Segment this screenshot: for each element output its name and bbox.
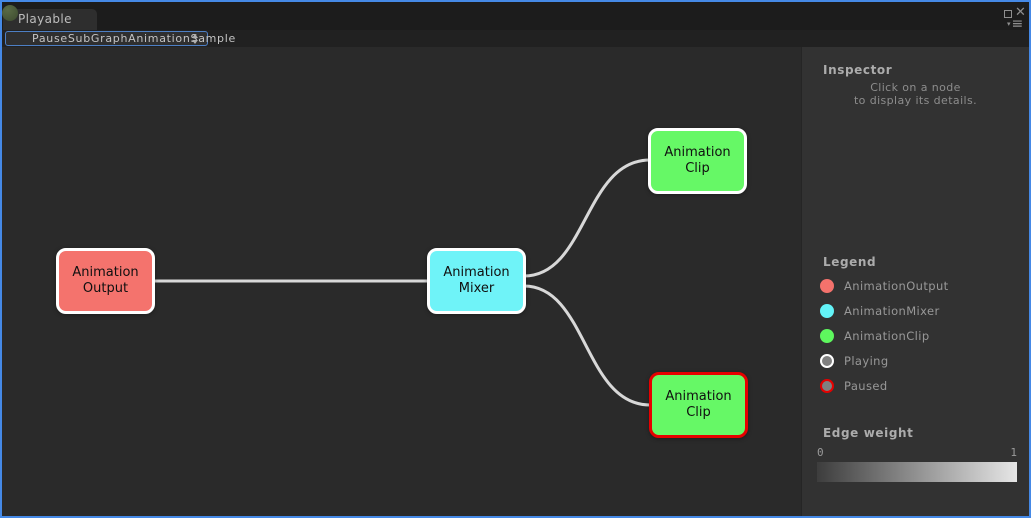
node-animation-clip-bottom[interactable]: Animation Clip [649,372,748,438]
graph-selector-dropdown[interactable]: PauseSubGraphAnimationSample [5,31,235,46]
node-animation-clip-top[interactable]: Animation Clip [648,128,747,194]
window-menu-icon[interactable]: ▾ ≡ [1007,16,1024,32]
animation-mixer-dot-icon [820,304,834,318]
legend-label: AnimationMixer [844,304,940,318]
legend-item-playing: Playing [820,353,889,369]
inspector-hint: Click on a node to display its details. [802,81,1029,107]
animation-output-dot-icon [820,279,834,293]
edge-weight-scale: 0 1 [817,446,1017,459]
edge-weight-min: 0 [817,446,824,459]
close-icon[interactable]: ✕ [1015,5,1026,20]
animation-clip-dot-icon [820,329,834,343]
inspector-hint-line1: Click on a node [870,81,961,94]
node-animation-output[interactable]: Animation Output [56,248,155,314]
legend-label: Playing [844,354,889,368]
legend-label: Paused [844,379,888,393]
playing-dot-icon [820,354,834,368]
edge-mixer-clip-bottom [522,284,652,407]
edge-weight-max: 1 [1010,446,1017,459]
inspector-hint-line2: to display its details. [853,94,978,107]
menu-lines-icon: ≡ [1011,16,1024,32]
side-panel: Inspector Click on a node to display its… [801,47,1029,516]
legend-label: AnimationOutput [844,279,949,293]
graph-selector-value: PauseSubGraphAnimationSample [32,32,236,45]
node-animation-mixer[interactable]: Animation Mixer [427,248,526,314]
graph-canvas[interactable]: Animation Output Animation Mixer Animati… [2,47,801,516]
maximize-icon[interactable] [1004,10,1012,18]
paused-dot-icon [820,379,834,393]
edge-weight-gradient [817,462,1017,482]
legend-item-paused: Paused [820,378,888,394]
dropdown-arrows-icon [192,34,198,44]
legend-item-animation-clip: AnimationClip [820,328,930,344]
graph-edges [153,158,652,407]
legend-item-animation-output: AnimationOutput [820,278,949,294]
menu-caret-icon: ▾ [1007,20,1011,28]
legend-item-animation-mixer: AnimationMixer [820,303,940,319]
legend-label: AnimationClip [844,329,930,343]
title-bar: Playable Graph ✕ ▾ ≡ [2,2,1029,47]
window-status-dot-icon [2,5,18,21]
inspector-title: Inspector [823,63,893,77]
toolbar: PauseSubGraphAnimationSample [2,30,1029,47]
edge-mixer-clip-top [522,158,652,278]
legend-title: Legend [823,255,877,269]
edge-weight-title: Edge weight [823,426,914,440]
